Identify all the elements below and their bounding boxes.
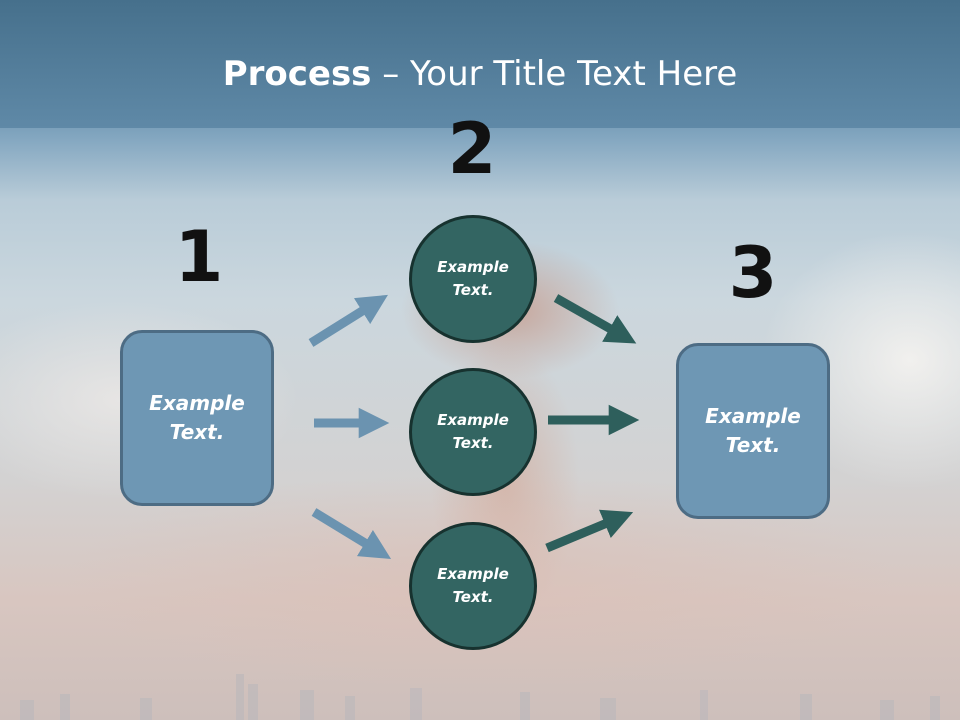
title-bold: Process xyxy=(222,54,372,94)
right-box-label: Example Text. xyxy=(705,404,801,457)
title-rest: – Your Title Text Here xyxy=(371,54,738,94)
middle-circle-label: Example Text. xyxy=(437,411,509,452)
arrow-to-bottom-circle xyxy=(311,508,392,559)
bottom-circle-label: Example Text. xyxy=(437,565,509,606)
city-skyline xyxy=(20,674,940,720)
title-band xyxy=(0,0,960,128)
slide-title: Process – Your Title Text Here xyxy=(0,52,960,96)
middle-process-circle: Example Text. xyxy=(409,368,537,496)
arrow-to-top-circle xyxy=(308,294,388,347)
left-box-label: Example Text. xyxy=(149,391,245,444)
right-process-box: Example Text. xyxy=(676,343,830,519)
step-number-1: 1 xyxy=(174,216,224,298)
bottom-process-circle: Example Text. xyxy=(409,522,537,650)
step-number-3: 3 xyxy=(728,232,778,314)
left-process-box: Example Text. xyxy=(120,330,274,506)
top-process-circle: Example Text. xyxy=(409,215,537,343)
step-number-2: 2 xyxy=(447,108,497,190)
arrow-from-top-circle xyxy=(553,294,637,344)
top-circle-label: Example Text. xyxy=(437,258,509,299)
arrow-from-bottom-circle xyxy=(545,509,634,553)
